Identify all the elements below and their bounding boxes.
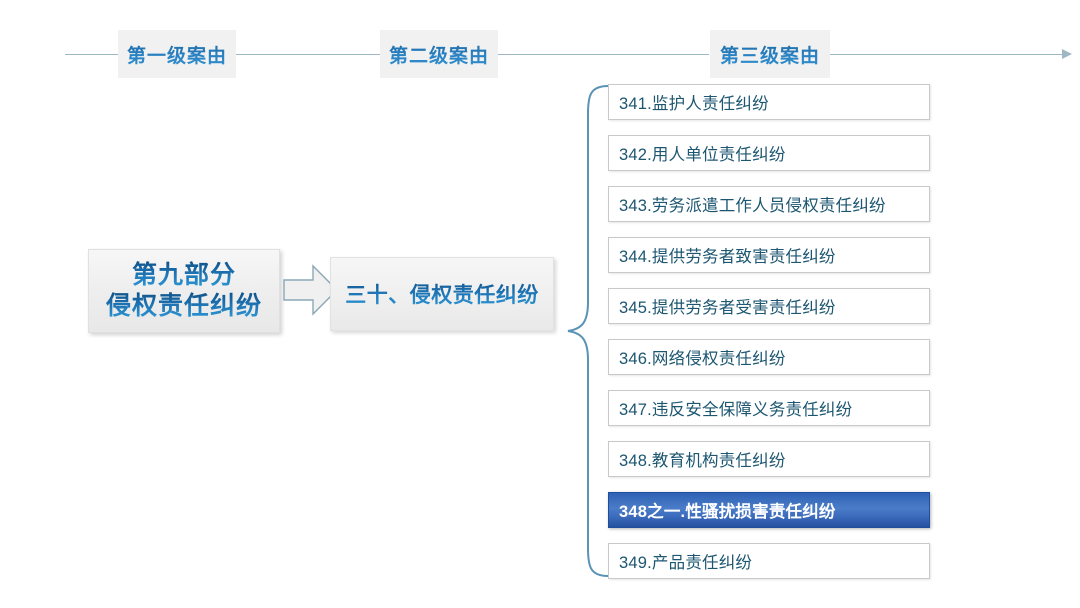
level-label-3-text: 第三级案由: [710, 30, 830, 78]
right-arrow-icon: [283, 262, 338, 318]
part-title-line-1: 第九部分: [131, 261, 236, 289]
level3-item-label: 347.违反安全保障义务责任纠纷: [619, 401, 853, 419]
level3-item[interactable]: 342.用人单位责任纠纷: [608, 135, 930, 171]
level3-item[interactable]: 346.网络侵权责任纠纷: [608, 339, 930, 375]
level2-box[interactable]: 三十、侵权责任纠纷: [330, 257, 554, 331]
rail-arrow-icon: [1062, 49, 1072, 59]
level2-label: 三十、侵权责任纠纷: [345, 279, 539, 309]
curly-brace-icon: [566, 84, 610, 578]
level3-item-label: 346.网络侵权责任纠纷: [619, 350, 786, 368]
level3-item-label: 348.教育机构责任纠纷: [619, 452, 786, 470]
level3-item[interactable]: 347.违反安全保障义务责任纠纷: [608, 390, 930, 426]
level3-item-label: 345.提供劳务者受害责任纠纷: [619, 299, 836, 317]
level3-item-label: 348之一.性骚扰损害责任纠纷: [619, 503, 836, 521]
level3-item[interactable]: 345.提供劳务者受害责任纠纷: [608, 288, 930, 324]
level3-item[interactable]: 348.教育机构责任纠纷: [608, 441, 930, 477]
level3-item-label: 343.劳务派遣工作人员侵权责任纠纷: [619, 197, 886, 215]
level-label-2: 第二级案由: [380, 30, 498, 78]
level-label-1-text: 第一级案由: [118, 30, 236, 78]
level3-item[interactable]: 344.提供劳务者致害责任纠纷: [608, 237, 930, 273]
rail-segment-1: [65, 54, 125, 55]
rail-segment-4: [829, 54, 1064, 55]
level3-list: 341.监护人责任纠纷 342.用人单位责任纠纷 343.劳务派遣工作人员侵权责…: [608, 84, 930, 594]
part-box[interactable]: 第九部分 侵权责任纠纷: [88, 249, 280, 333]
level-label-3: 第三级案由: [710, 30, 830, 78]
level-label-2-text: 第二级案由: [380, 30, 498, 78]
level3-item[interactable]: 349.产品责任纠纷: [608, 543, 930, 579]
part-title-line-2: 侵权责任纠纷: [105, 292, 262, 320]
level3-item-label: 344.提供劳务者致害责任纠纷: [619, 248, 836, 266]
level3-item[interactable]: 343.劳务派遣工作人员侵权责任纠纷: [608, 186, 930, 222]
level3-item-highlighted[interactable]: 348之一.性骚扰损害责任纠纷: [608, 492, 930, 528]
level3-item-label: 349.产品责任纠纷: [619, 554, 753, 572]
rail-segment-3: [497, 54, 709, 55]
level-label-1: 第一级案由: [118, 30, 236, 78]
rail-segment-2: [232, 54, 384, 55]
level-header-rail: 第一级案由 第二级案由 第三级案由: [0, 0, 1080, 86]
level3-item-label: 341.监护人责任纠纷: [619, 95, 769, 113]
level3-item-label: 342.用人单位责任纠纷: [619, 146, 786, 164]
level3-item[interactable]: 341.监护人责任纠纷: [608, 84, 930, 120]
